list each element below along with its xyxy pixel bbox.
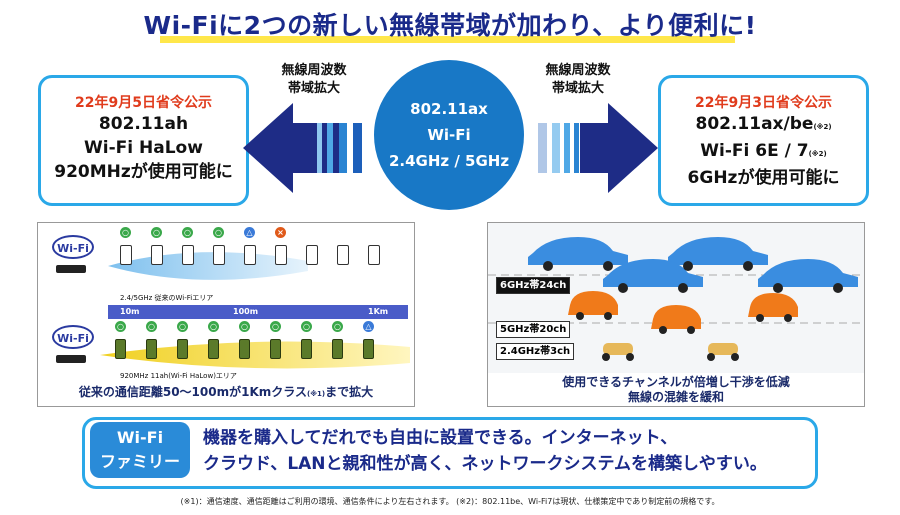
wifi-badge-1: Wi-Fi <box>52 235 94 259</box>
signal-ok-icon: ○ <box>208 321 219 332</box>
signal-ok-icon: ○ <box>332 321 343 332</box>
page-title: Wi-Fiに2つの新しい無線帯域が加わり、より便利に! <box>143 11 757 40</box>
smartphone-icon <box>337 245 349 265</box>
left-callout-line1: 802.11ah <box>98 114 189 134</box>
distance-10m: 10m <box>120 307 140 316</box>
right-callout-line1-note: (※2) <box>813 123 832 131</box>
wifi-badge-2: Wi-Fi <box>52 325 94 349</box>
smartphone-icon <box>368 245 380 265</box>
router-1: Wi-Fi <box>46 235 98 285</box>
signal-ok-icon: ○ <box>239 321 250 332</box>
device-row-1: ○ ○ ○ ○ △ × <box>118 227 408 271</box>
right-callout-line2-note: (※2) <box>808 150 827 158</box>
feature-phone-icon <box>146 339 157 359</box>
device-row-2: ○ ○ ○ ○ ○ ○ ○ ○ △ <box>113 321 403 365</box>
left-caption-note: (※1) <box>307 390 326 398</box>
feature-phone-icon <box>301 339 312 359</box>
right-callout-line1: 802.11ax/be <box>695 114 814 134</box>
right-callout: 22年9月3日省令公示 802.11ax/be(※2) Wi-Fi 6E / 7… <box>658 75 869 206</box>
circle-line2: Wi-Fi <box>427 126 471 144</box>
smartphone-icon <box>120 245 132 265</box>
feature-phone-icon <box>270 339 281 359</box>
signal-ok-icon: ○ <box>146 321 157 332</box>
signal-ok-icon: ○ <box>270 321 281 332</box>
bottom-text: 機器を購入してだれでも自由に設置できる。インターネット、 クラウド、LANと親和… <box>203 425 803 477</box>
feature-phone-icon <box>332 339 343 359</box>
bottom-text-line2: クラウド、LANと親和性が高く、ネットワークシステムを構築しやすい。 <box>203 454 767 474</box>
family-line1: Wi-Fi <box>116 428 164 447</box>
area1-label: 2.4/5GHz 従来のWi-Fiエリア <box>120 294 214 302</box>
distance-1km: 1Km <box>368 307 389 316</box>
smartphone-icon <box>306 245 318 265</box>
right-arrow-label-line1: 無線周波数 <box>545 63 611 78</box>
smartphone-icon <box>275 245 287 265</box>
right-panel-caption-1: 使用できるチャンネルが倍増し干渉を低減 <box>562 375 790 389</box>
right-panel-caption-2: 無線の混雑を緩和 <box>627 390 724 404</box>
left-arrow-label: 無線周波数 帯域拡大 <box>274 62 354 98</box>
wifi-family-badge: Wi-Fi ファミリー <box>90 422 190 478</box>
signal-tri-icon: △ <box>244 227 255 238</box>
area2-label: 920MHz 11ah(Wi-Fi HaLow)エリア <box>120 372 237 380</box>
feature-phone-icon <box>177 339 188 359</box>
distance-bar: 10m 100m 1Km <box>108 305 408 319</box>
left-caption-main: 従来の通信距離50～100mが1Kmクラス <box>78 385 308 399</box>
title-highlight <box>160 36 735 43</box>
smartphone-icon <box>213 245 225 265</box>
left-panel-caption: 従来の通信距離50～100mが1Kmクラス(※1)まで拡大 <box>38 383 414 400</box>
channel-24ghz: 2.4GHz帯3ch <box>496 343 575 360</box>
right-arrow-icon <box>538 103 658 193</box>
distance-100m: 100m <box>233 307 259 316</box>
right-callout-line3: 6GHzが使用可能に <box>687 168 840 188</box>
left-arrow-label-line2: 帯域拡大 <box>287 81 340 96</box>
feature-phone-icon <box>363 339 374 359</box>
feature-phone-icon <box>115 339 126 359</box>
right-callout-date: 22年9月3日省令公示 <box>695 95 832 111</box>
smartphone-icon <box>182 245 194 265</box>
left-callout: 22年9月5日省令公示 802.11ah Wi-Fi HaLow 920MHzが… <box>38 75 249 206</box>
right-arrow-label: 無線周波数 帯域拡大 <box>538 62 618 98</box>
left-arrow-icon <box>243 103 362 193</box>
footnote: (※1)：通信速度、通信距離はご利用の環境、通信条件により左右されます。 (※2… <box>180 497 720 506</box>
left-callout-line3: 920MHzが使用可能に <box>54 162 233 182</box>
signal-ok-icon: ○ <box>151 227 162 238</box>
signal-ok-icon: ○ <box>177 321 188 332</box>
family-line2: ファミリー <box>99 452 180 471</box>
left-callout-line2: Wi-Fi HaLow <box>84 138 203 158</box>
router-1-body <box>56 265 86 273</box>
channel-6ghz: 6GHz帯24ch <box>496 277 571 294</box>
smartphone-icon <box>244 245 256 265</box>
router-2-body <box>56 355 86 363</box>
right-panel: 6GHz帯24ch 5GHz帯20ch 2.4GHz帯3ch 使用できるチャンネ… <box>487 222 865 407</box>
signal-ok-icon: ○ <box>182 227 193 238</box>
feature-phone-icon <box>239 339 250 359</box>
signal-ok-icon: ○ <box>301 321 312 332</box>
left-callout-date: 22年9月5日省令公示 <box>75 95 212 111</box>
smartphone-icon <box>151 245 163 265</box>
wifi-badge-1-label: Wi-Fi <box>57 242 89 255</box>
signal-tri-icon: △ <box>363 321 374 332</box>
right-arrow-label-line2: 帯域拡大 <box>551 81 604 96</box>
bottom-text-line1: 機器を購入してだれでも自由に設置できる。インターネット、 <box>203 428 678 448</box>
wifi-badge-2-label: Wi-Fi <box>57 332 89 345</box>
left-panel: Wi-Fi 2.4/5GHz 従来のWi-Fiエリア 10m 100m 1Km … <box>37 222 415 407</box>
signal-ok-icon: ○ <box>213 227 224 238</box>
right-callout-line2: Wi-Fi 6E / 7 <box>700 141 809 161</box>
signal-x-icon: × <box>275 227 286 238</box>
left-arrow-label-line1: 無線周波数 <box>281 63 347 78</box>
left-caption-tail: まで拡大 <box>325 385 374 399</box>
circle-line1: 802.11ax <box>410 100 488 118</box>
signal-ok-icon: ○ <box>115 321 126 332</box>
circle-line3: 2.4GHz / 5GHz <box>388 152 510 170</box>
channel-5ghz: 5GHz帯20ch <box>496 321 571 338</box>
signal-ok-icon: ○ <box>120 227 131 238</box>
router-2: Wi-Fi <box>46 325 98 375</box>
feature-phone-icon <box>208 339 219 359</box>
center-circle: 802.11ax Wi-Fi 2.4GHz / 5GHz <box>374 60 524 210</box>
bottom-box <box>82 417 818 489</box>
